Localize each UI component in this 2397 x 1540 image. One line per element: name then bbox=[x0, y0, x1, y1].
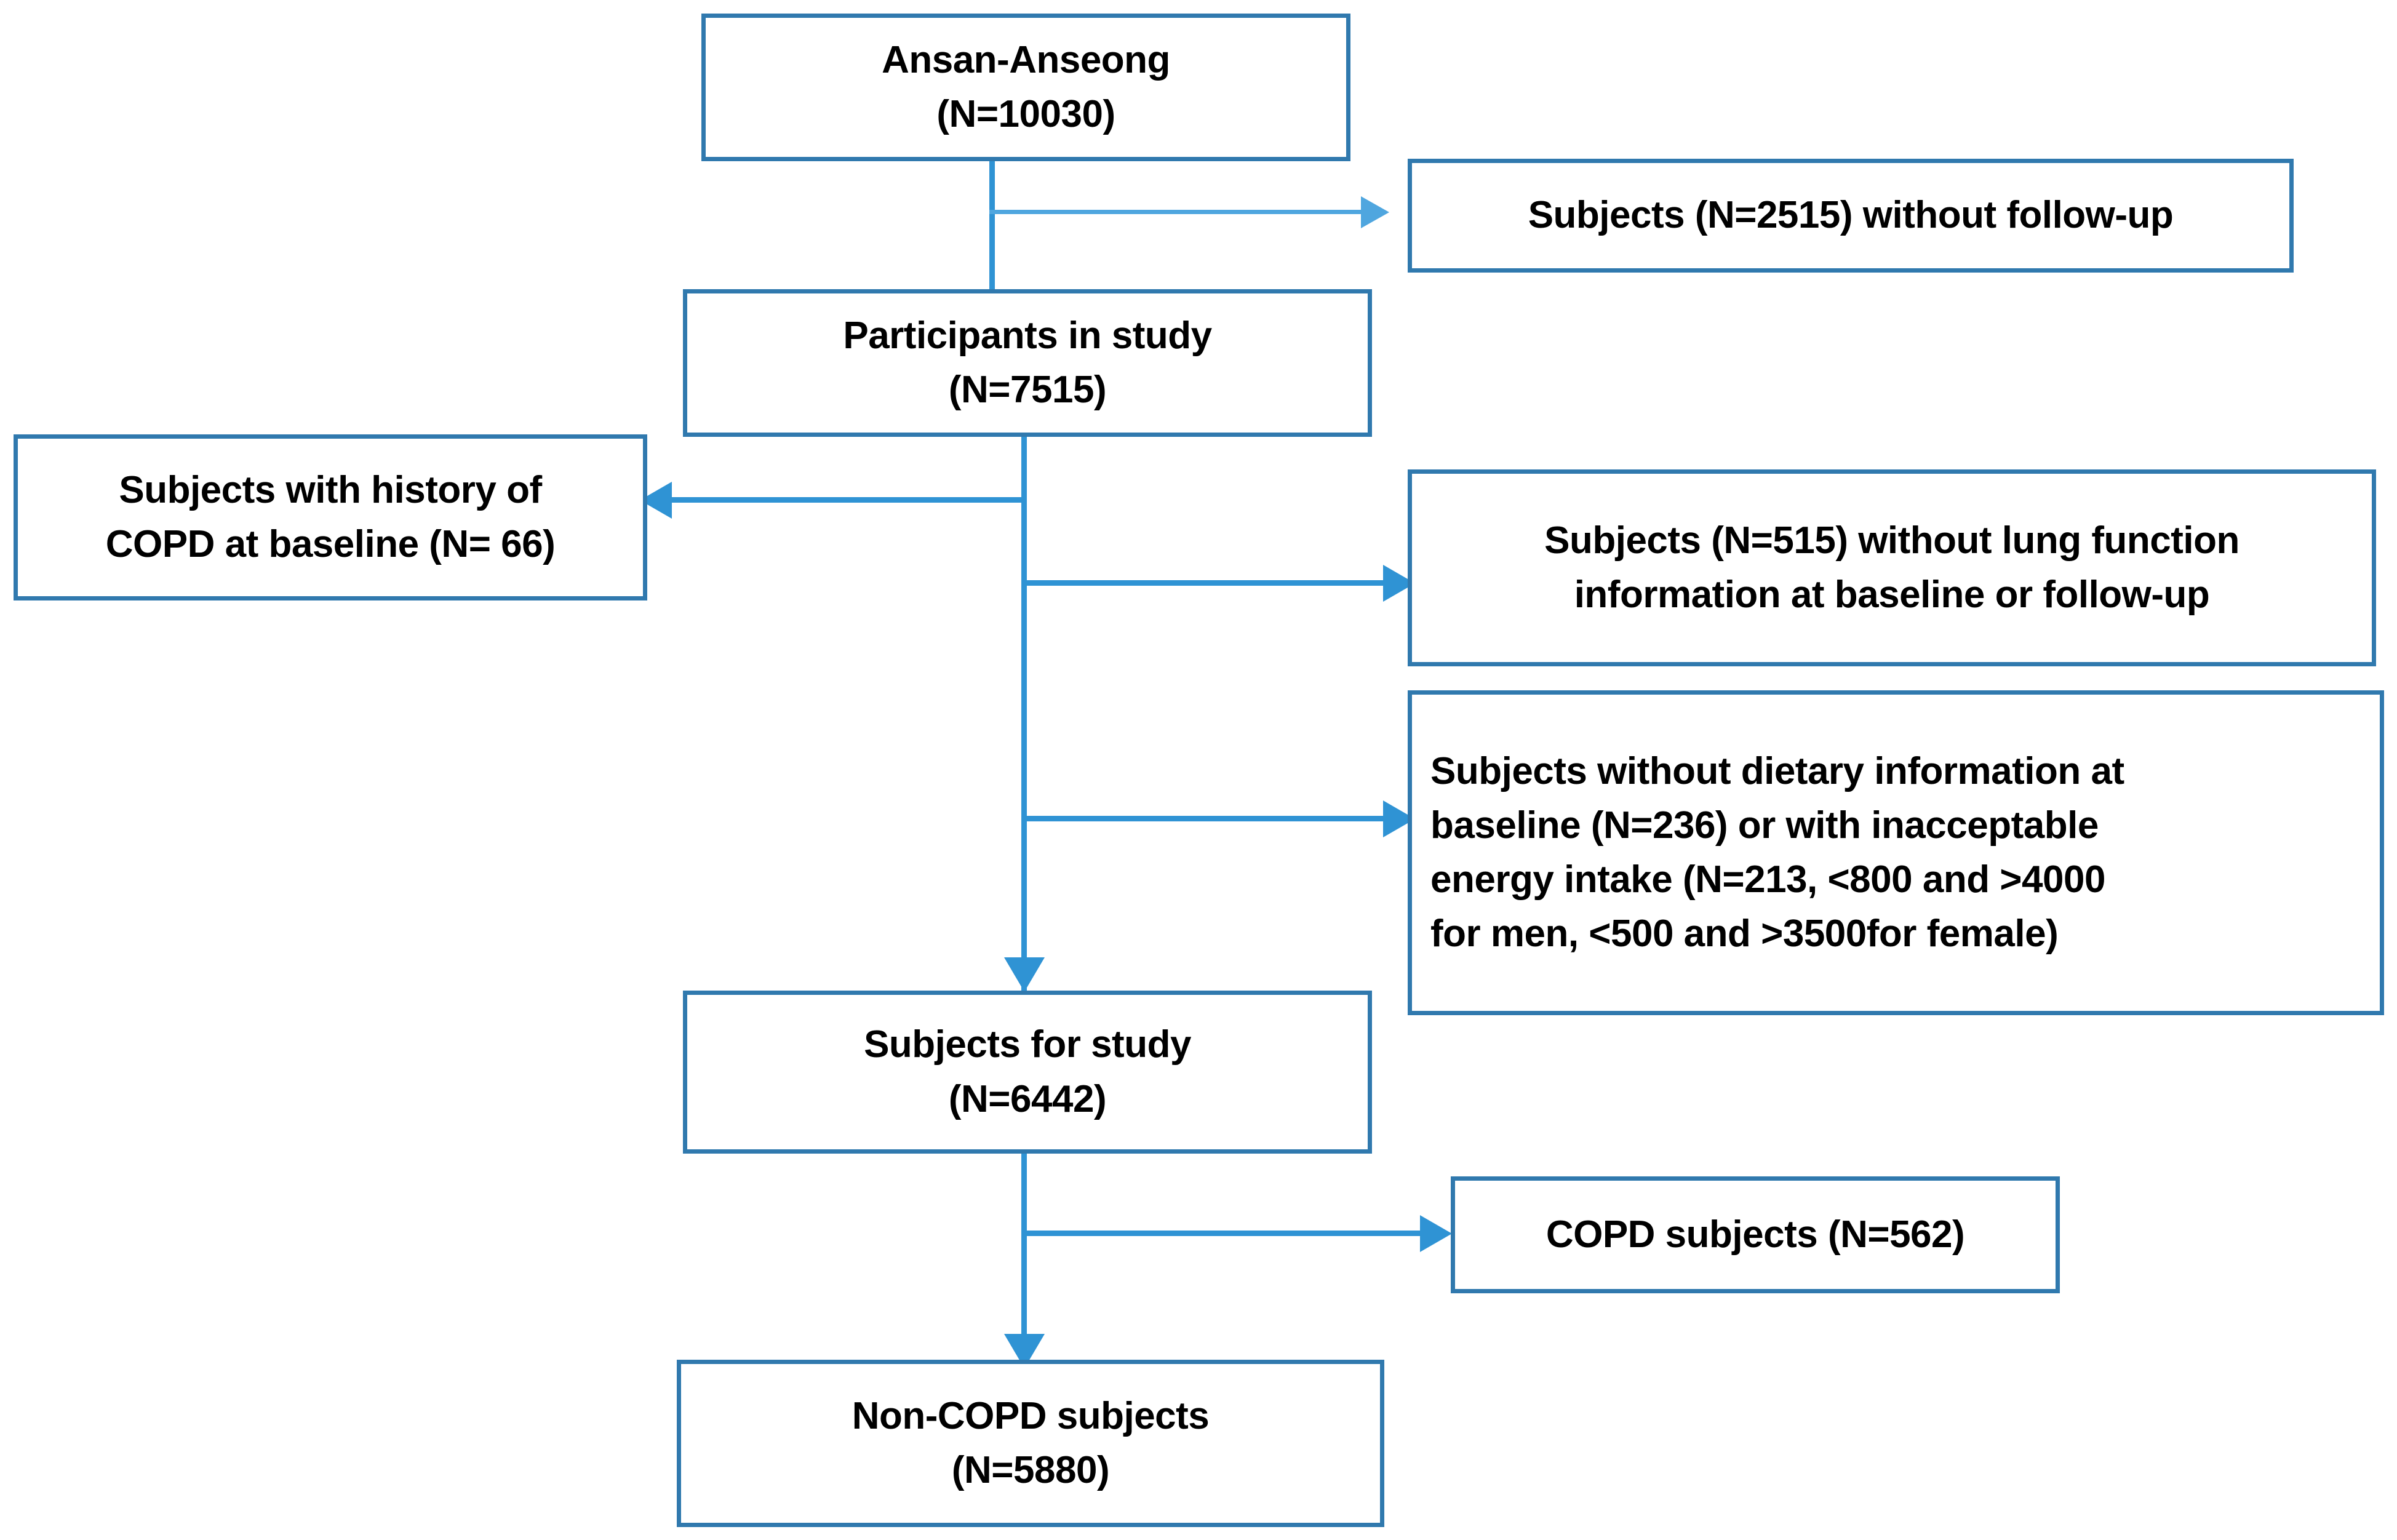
node-participants-line-2: (N=7515) bbox=[948, 369, 1107, 411]
node-copd-subjects[interactable]: COPD subjects (N=562) bbox=[1451, 1176, 2060, 1293]
node-no-followup[interactable]: Subjects (N=2515) without follow-up bbox=[1408, 159, 2294, 273]
node-copd-subjects-line-1: COPD subjects (N=562) bbox=[1545, 1213, 1965, 1256]
connector-subjects-to-non-copd bbox=[1021, 1152, 1027, 1367]
arrowhead-participants-to-subjects bbox=[1004, 957, 1045, 992]
node-cohort-line-1: Ansan-Anseong bbox=[882, 38, 1170, 81]
node-subjects-for-study-line-2: (N=6442) bbox=[948, 1077, 1107, 1120]
node-non-copd-subjects[interactable]: Non-COPD subjects (N=5880) bbox=[677, 1360, 1384, 1527]
node-no-lung-function[interactable]: Subjects (N=515) without lung function i… bbox=[1408, 469, 2376, 666]
node-cohort-line-2: (N=10030) bbox=[936, 93, 1115, 135]
node-no-dietary-line-4: for men, <500 and >3500for female) bbox=[1430, 912, 2059, 956]
connector-participants-to-no-lung-function bbox=[1021, 580, 1387, 586]
node-subjects-for-study-line-1: Subjects for study bbox=[864, 1023, 1191, 1066]
connector-subjects-to-copd-subjects bbox=[1021, 1231, 1424, 1236]
connector-participants-to-copd-history bbox=[671, 497, 1024, 503]
node-subjects-for-study[interactable]: Subjects for study (N=6442) bbox=[683, 991, 1372, 1154]
node-no-dietary-line-3: energy intake (N=213, <800 and >4000 bbox=[1430, 858, 2105, 901]
node-participants-line-1: Participants in study bbox=[843, 314, 1212, 357]
node-copd-history-line-2: COPD at baseline (N= 66) bbox=[105, 523, 556, 565]
node-no-dietary[interactable]: Subjects without dietary information at … bbox=[1408, 690, 2384, 1015]
connector-participants-to-subjects bbox=[1021, 437, 1027, 991]
node-cohort[interactable]: Ansan-Anseong (N=10030) bbox=[701, 14, 1350, 161]
node-participants[interactable]: Participants in study (N=7515) bbox=[683, 289, 1372, 437]
connector-cohort-to-no-followup bbox=[989, 210, 1365, 214]
node-non-copd-subjects-line-1: Non-COPD subjects bbox=[852, 1394, 1210, 1437]
arrowhead-no-followup bbox=[1361, 196, 1389, 228]
node-no-followup-line-1: Subjects (N=2515) without follow-up bbox=[1528, 194, 2174, 237]
node-copd-history-line-1: Subjects with history of bbox=[119, 468, 542, 511]
connector-participants-to-no-dietary bbox=[1021, 816, 1387, 821]
node-no-lung-function-line-2: information at baseline or follow-up bbox=[1574, 573, 2210, 616]
node-no-lung-function-line-1: Subjects (N=515) without lung function bbox=[1544, 519, 2239, 562]
node-no-dietary-line-2: baseline (N=236) or with inacceptable bbox=[1430, 804, 2099, 847]
arrowhead-copd-subjects bbox=[1420, 1215, 1452, 1252]
node-non-copd-subjects-line-2: (N=5880) bbox=[951, 1449, 1110, 1491]
node-no-dietary-line-1: Subjects without dietary information at bbox=[1430, 749, 2124, 792]
node-copd-history[interactable]: Subjects with history of COPD at baselin… bbox=[14, 434, 647, 600]
connector-cohort-to-participants bbox=[989, 159, 995, 417]
